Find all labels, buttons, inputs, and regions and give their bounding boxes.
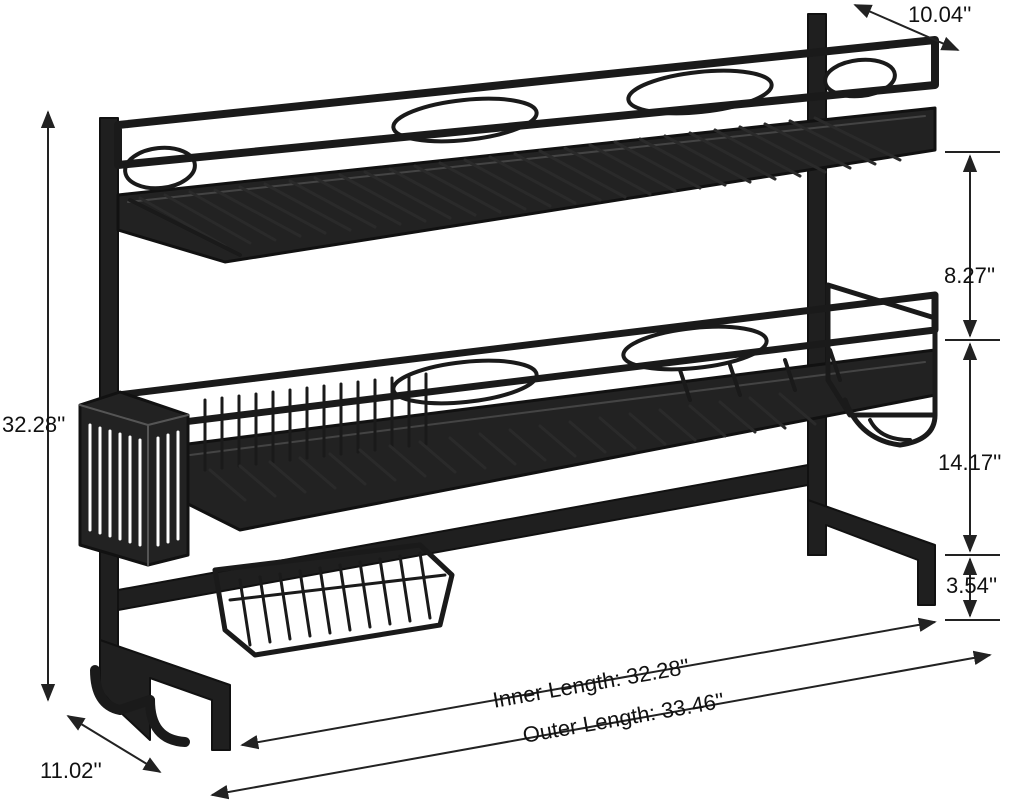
utensil-holder xyxy=(78,390,190,567)
tier-gap-label: 8.27'' xyxy=(944,263,996,288)
right-foot xyxy=(807,499,936,606)
depth-top-label: 10.04'' xyxy=(908,2,972,27)
top-shelf xyxy=(114,36,939,264)
total-height-label: 32.28'' xyxy=(2,412,66,437)
knife-holder xyxy=(825,282,938,448)
lower-height-label: 14.17'' xyxy=(938,450,1002,475)
foot-height-label: 3.54'' xyxy=(946,573,998,598)
bottom-crossbar xyxy=(117,464,809,611)
rack-frame xyxy=(78,13,939,751)
dimension-lines xyxy=(40,4,1000,800)
depth-bottom-label: 11.02'' xyxy=(40,758,102,783)
